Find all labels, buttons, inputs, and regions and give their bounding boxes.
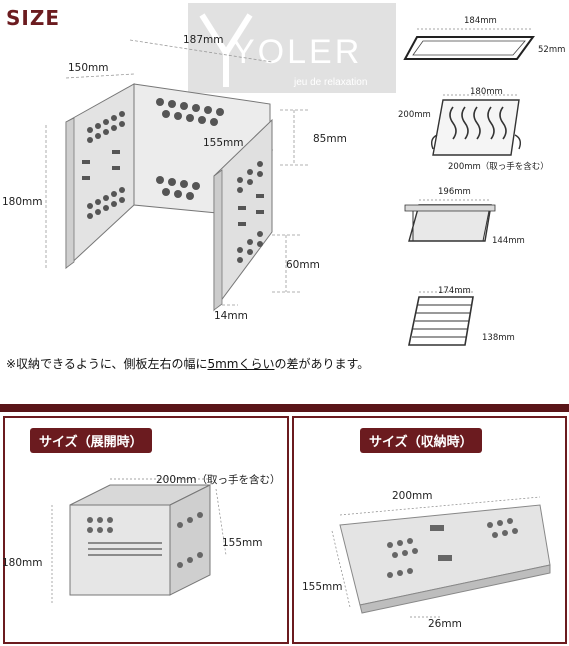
plate-width: 196mm (438, 187, 471, 197)
folded-badge: サイズ（収納時） (360, 428, 482, 453)
grill-depth: 200mm (398, 110, 431, 120)
parts-diagram (403, 28, 535, 346)
dim-thickness: 14mm (214, 310, 248, 322)
brand-logo: YOLER jeu de relaxation (188, 3, 396, 93)
folded-width: 200mm (392, 490, 433, 502)
grill-depth-note: 200mm（取っ手を含む） (448, 162, 549, 172)
expanded-height: 180mm (2, 557, 43, 569)
tray-width: 184mm (464, 16, 497, 26)
dim-depth: 150mm (68, 62, 109, 74)
stove-diagram (45, 39, 310, 312)
expanded-width: 200mm（取っ手を含む） (156, 474, 281, 486)
expanded-depth: 155mm (222, 537, 263, 549)
dim-upper-gap: 85mm (313, 133, 347, 145)
grill-width: 180mm (470, 87, 503, 97)
note-before: ※収納できるように、側板左右の幅に (6, 357, 208, 371)
folded-stove-photo (331, 496, 551, 618)
expanded-panel (3, 416, 289, 644)
logo-text: YOLER (232, 33, 363, 71)
logo-mark-icon (199, 13, 253, 87)
note-text: ※収納できるように、側板左右の幅に5mmくらいの差があります。 (6, 355, 369, 372)
folded-panel (292, 416, 567, 644)
dim-inner-width: 155mm (203, 137, 244, 149)
dim-height: 180mm (2, 196, 43, 208)
tray-height: 52mm (538, 45, 566, 55)
dim-lower-gap: 60mm (286, 259, 320, 271)
net-height: 138mm (482, 333, 515, 343)
expanded-stove-photo (51, 478, 227, 605)
size-title: SIZE (6, 6, 61, 30)
dim-width-top: 187mm (183, 34, 224, 46)
plate-height: 144mm (492, 236, 525, 246)
section-separator (0, 404, 569, 412)
folded-depth: 155mm (302, 581, 343, 593)
logo-subtitle: jeu de relaxation (294, 77, 368, 88)
net-width: 174mm (438, 286, 471, 296)
note-underlined: 5mmくらい (207, 357, 275, 371)
note-after: の差があります。 (274, 357, 370, 371)
folded-thickness: 26mm (428, 618, 462, 630)
expanded-badge: サイズ（展開時） (30, 428, 152, 453)
